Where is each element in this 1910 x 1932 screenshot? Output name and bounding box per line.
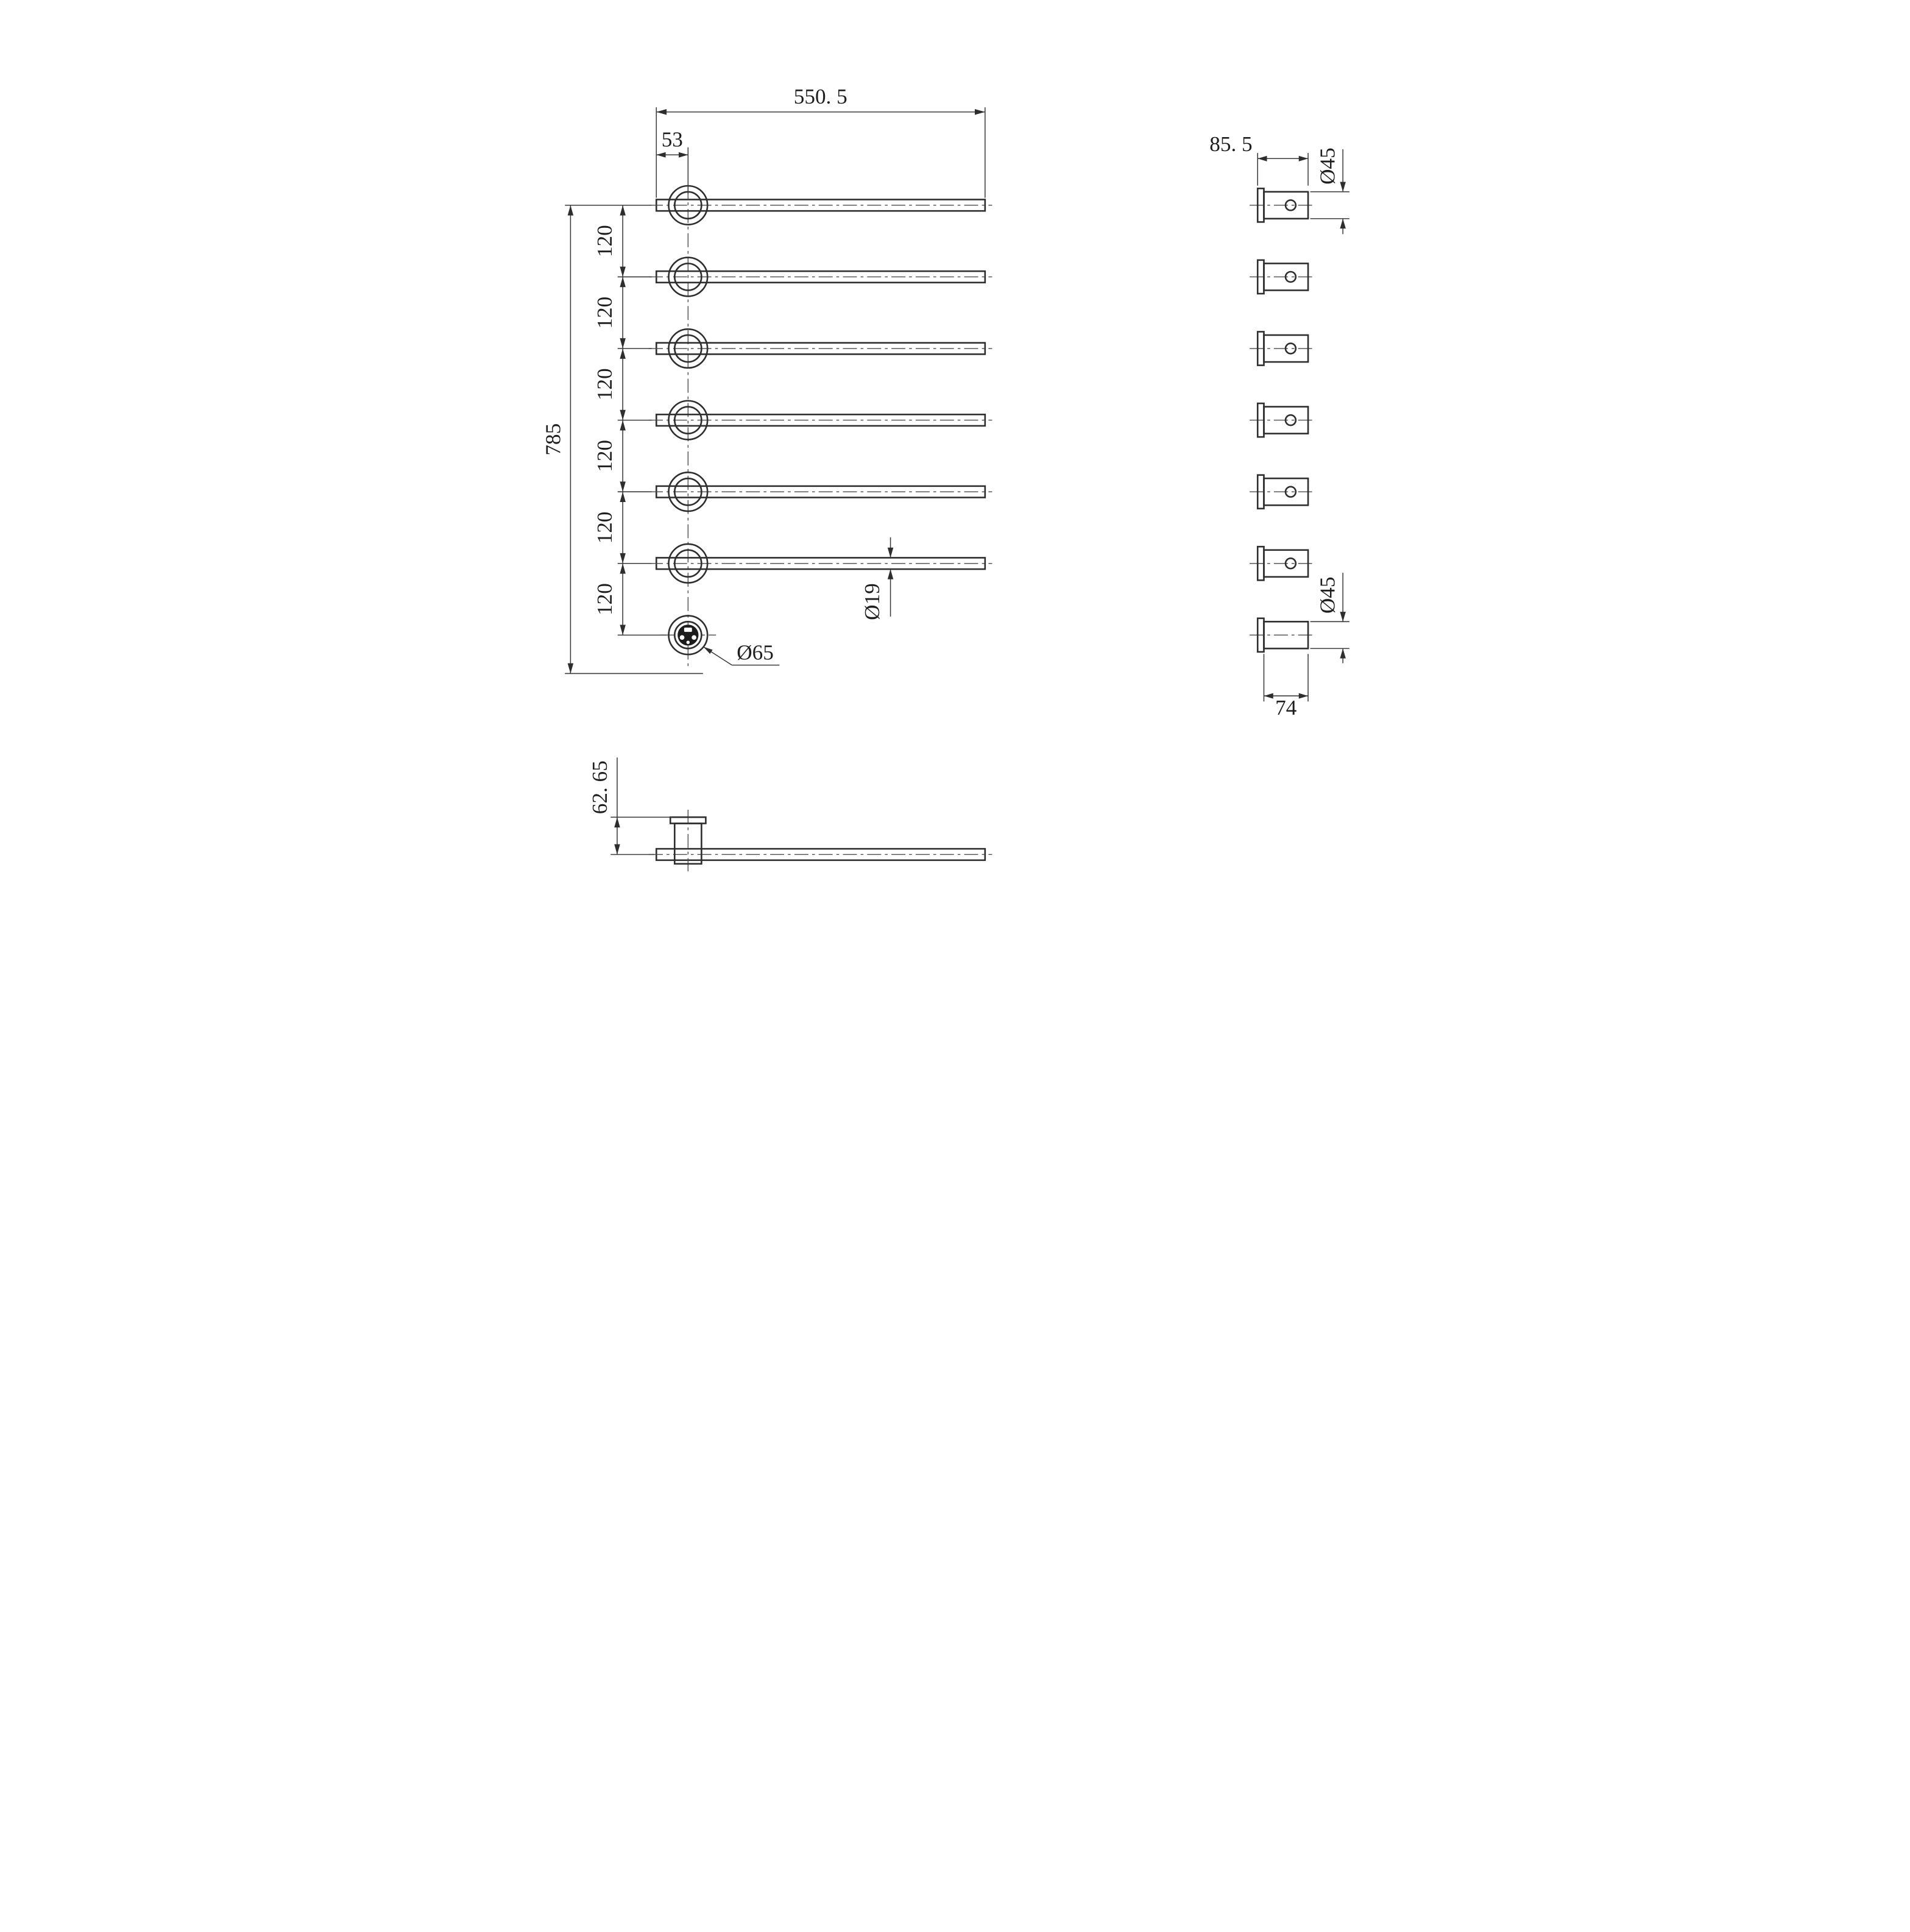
- dim-body-width-label: 74: [1275, 696, 1297, 720]
- dim-total-height: 785: [541, 205, 703, 674]
- dim-mount-diameter-bottom-label: Ø45: [1315, 577, 1339, 614]
- connector-face: [677, 625, 698, 646]
- dim-bar-length-label: 550. 5: [793, 85, 847, 108]
- dim-side-width-label: 85. 5: [1209, 132, 1252, 156]
- dim-mount-diameter-bottom: Ø45: [1310, 573, 1349, 663]
- dim-spacing-chain: 120 120 120 120 120 120: [592, 205, 667, 636]
- front-view: 550. 5 53 785: [541, 85, 992, 674]
- dim-spacing-label-1: 120: [592, 225, 616, 257]
- dim-flange-height-label: 62. 65: [588, 760, 612, 814]
- side-mount-2: [1249, 259, 1316, 295]
- side-mount-3: [1249, 331, 1316, 366]
- power-connector: [659, 615, 716, 656]
- rail-bar-1: [648, 185, 992, 225]
- rail-bar-3: [648, 328, 992, 369]
- side-mount-connector: [1249, 617, 1316, 653]
- dim-spacing-label-5: 120: [592, 512, 616, 544]
- rail-bar-2: [648, 257, 992, 297]
- dim-offset-label: 53: [661, 127, 682, 151]
- dim-spacing-label-3: 120: [592, 368, 616, 400]
- rail-bar-5: [648, 472, 992, 512]
- side-mount-6: [1249, 545, 1316, 581]
- dim-mount-diameter-top: Ø45: [1310, 147, 1349, 235]
- dim-spacing-label-6: 120: [592, 583, 616, 615]
- rail-bar-4: [648, 400, 992, 441]
- drawing-canvas: 550. 5 53 785: [467, 0, 1443, 986]
- dim-connector-diameter: Ø65: [702, 640, 779, 666]
- dim-bar-diameter-label: Ø19: [860, 583, 884, 620]
- dim-mount-diameter-top-label: Ø45: [1315, 147, 1339, 185]
- dim-bar-length: 550. 5: [656, 85, 986, 198]
- dim-bar-diameter: Ø19: [860, 537, 893, 620]
- bottom-bracket: [669, 809, 707, 872]
- side-mount-5: [1249, 474, 1316, 510]
- dim-body-width: 74: [1263, 654, 1309, 720]
- side-mount-1: [1249, 187, 1316, 223]
- dim-total-height-label: 785: [541, 423, 565, 456]
- dim-spacing-label-2: 120: [592, 297, 616, 329]
- dim-side-width: 85. 5: [1209, 132, 1309, 186]
- dim-offset: 53: [656, 127, 688, 194]
- dim-flange-height: 62. 65: [588, 757, 672, 855]
- rail-bar-6: [648, 543, 992, 584]
- dim-spacing-label-4: 120: [592, 440, 616, 472]
- bottom-rail-bar: [648, 847, 992, 862]
- dim-connector-diameter-label: Ø65: [737, 640, 774, 664]
- bottom-view: 62. 65: [588, 757, 992, 872]
- side-view: 85. 5 Ø45 Ø45 7: [1209, 132, 1349, 720]
- towel-rail-technical-drawing: 550. 5 53 785: [467, 0, 1443, 986]
- side-mount-4: [1249, 402, 1316, 438]
